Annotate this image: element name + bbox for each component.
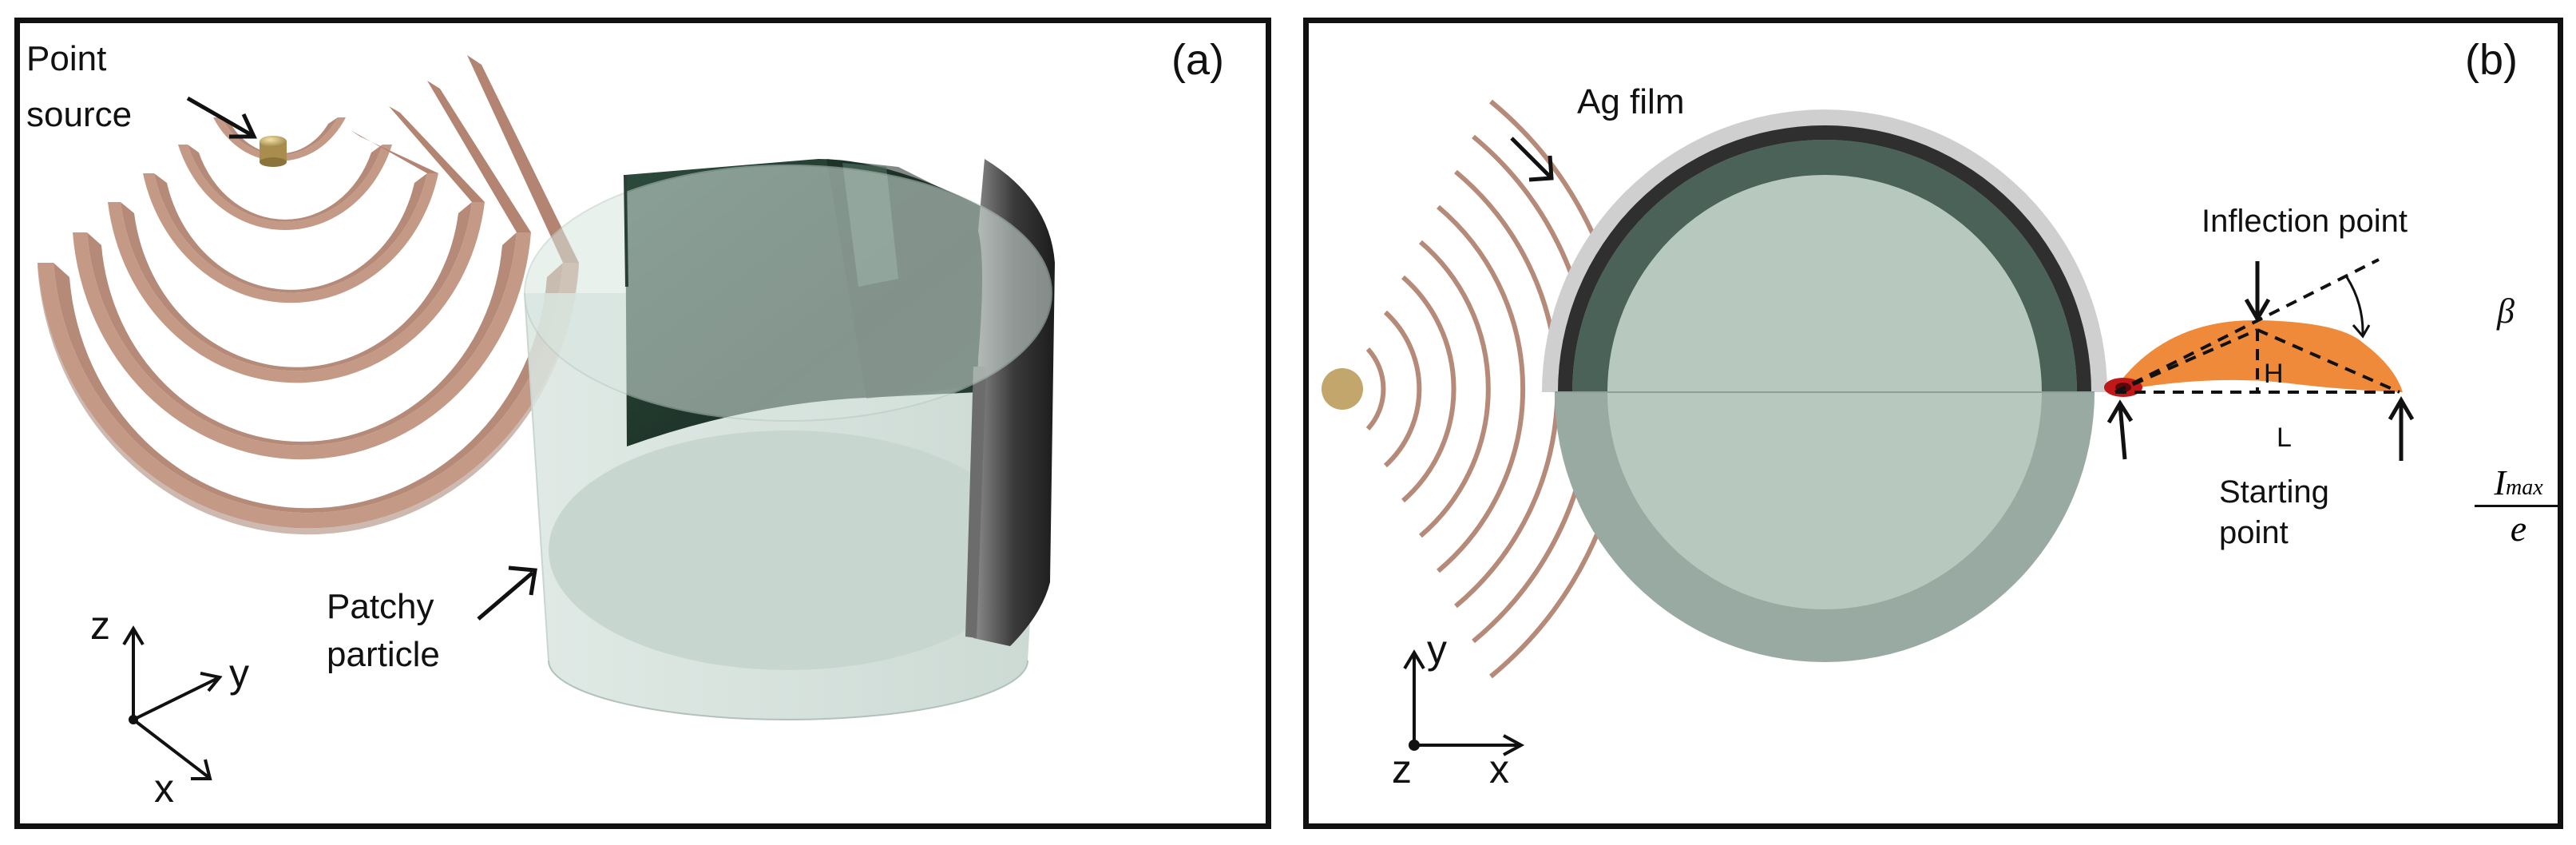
point-source-arrow xyxy=(186,96,257,139)
point-source-label-line2: source xyxy=(26,95,133,134)
imax-symbol: I xyxy=(2494,463,2506,502)
imax-denominator: e xyxy=(2510,508,2527,549)
ag-film-arrow xyxy=(1510,137,1554,182)
beta-angle-arc xyxy=(2345,276,2364,335)
patchy-particle-label-line1: Patchy xyxy=(327,587,434,626)
axis-z-label-b: z xyxy=(1392,747,1412,791)
ag-film-label: Ag film xyxy=(1577,82,1685,121)
h-label: H xyxy=(2264,359,2284,389)
axis-z-label-a: z xyxy=(90,603,110,648)
panel-a-illustration xyxy=(38,55,1055,780)
starting-point-label-line1: Starting xyxy=(2219,474,2329,510)
beta-label: β xyxy=(2497,292,2515,331)
axis-y-label-a: y xyxy=(229,651,249,696)
axis-x-label-a: x xyxy=(154,766,174,811)
axes-triad-b xyxy=(1403,649,1525,756)
point-source-icon xyxy=(260,136,287,167)
inflection-point-arrow xyxy=(2244,261,2271,323)
starting-point-arrow xyxy=(2106,399,2134,460)
patchy-particle-arrow xyxy=(477,565,537,621)
panel-a-label: (a) xyxy=(1171,36,1224,84)
patchy-particle-label-line2: particle xyxy=(327,635,440,674)
panel-b-label: (b) xyxy=(2465,36,2518,84)
panel-a: (a) Point source Patchy particle z y x xyxy=(14,18,1271,829)
starting-point-label-line2: point xyxy=(2219,515,2289,550)
jet-geometry-lines xyxy=(2114,258,2400,394)
axis-y-label-b: y xyxy=(1427,627,1447,672)
source-dot-icon xyxy=(1322,368,1363,410)
ring-emitter-structure xyxy=(38,55,579,535)
particle-top-view xyxy=(1542,109,2107,662)
patchy-particle-cylinder xyxy=(524,159,1055,720)
l-label: L xyxy=(2277,422,2292,453)
imax-subscript: max xyxy=(2506,475,2543,500)
panel-b-illustration xyxy=(1322,99,2415,756)
panel-b: (b) Ag film Inflection point Starting po… xyxy=(1303,18,2563,829)
imax-arrow xyxy=(2388,396,2415,461)
point-source-label-line1: Point xyxy=(26,39,107,78)
inflection-point-label: Inflection point xyxy=(2201,204,2408,239)
imax-fraction: Imax e xyxy=(2475,462,2558,549)
axes-triad-a xyxy=(122,625,223,780)
beta-arrowhead xyxy=(2352,324,2371,339)
axis-x-label-b: x xyxy=(1489,747,1509,791)
